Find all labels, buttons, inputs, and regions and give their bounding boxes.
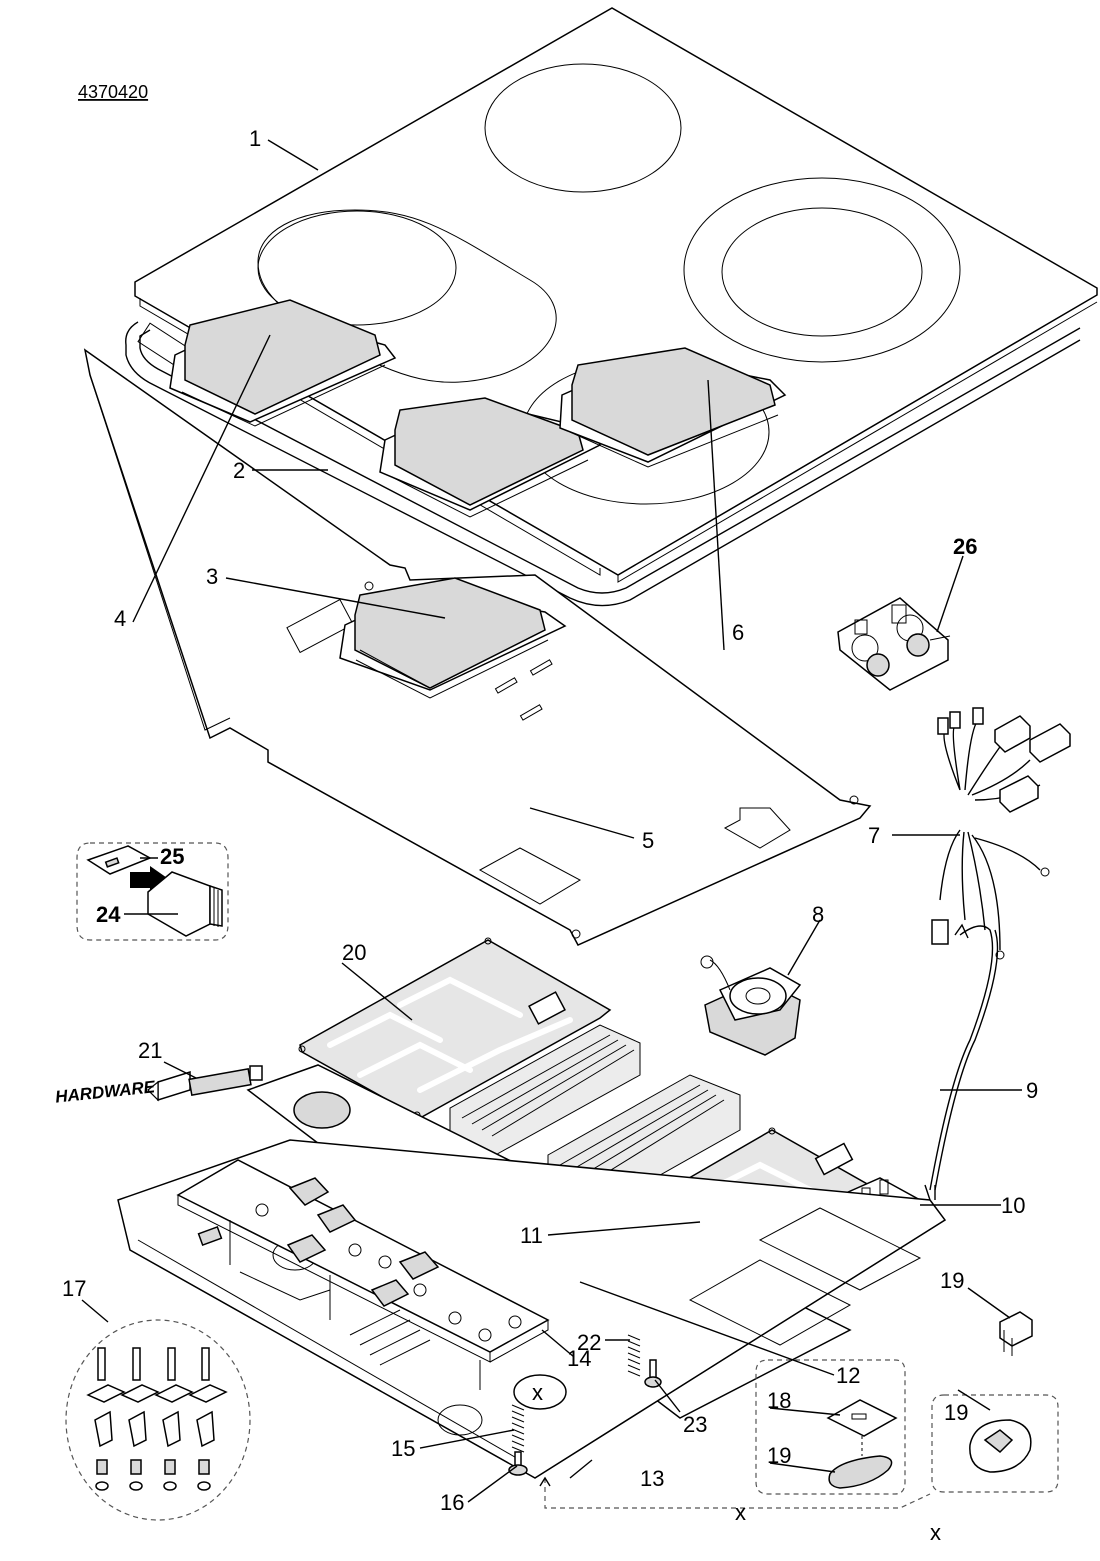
glass-ceramic-top — [134, 7, 1098, 583]
callout-19a: 19 — [767, 1443, 791, 1468]
callout-8: 8 — [812, 902, 824, 927]
heating-element-6 — [559, 347, 787, 468]
callout-13: 13 — [640, 1466, 664, 1491]
bolt-23 — [644, 1359, 662, 1388]
document-number: 4370420 — [78, 82, 148, 102]
callout-2: 2 — [233, 458, 245, 483]
control-board-14 — [176, 1159, 550, 1390]
callout-5: 5 — [642, 828, 654, 853]
callout-26: 26 — [953, 534, 977, 559]
inset-18-19 — [755, 1359, 906, 1495]
callout-labels: 1 2 3 4 5 6 7 8 9 10 11 12 13 14 15 16 1… — [62, 126, 1038, 1515]
spring-15 — [511, 1404, 525, 1453]
heating-element-4 — [169, 299, 397, 427]
callout-14: 14 — [567, 1346, 591, 1371]
clip-19 — [999, 1311, 1033, 1356]
bolt-16 — [508, 1451, 528, 1476]
heating-element-3 — [339, 577, 567, 699]
callout-1: 1 — [249, 126, 261, 151]
callout-21: 21 — [138, 1038, 162, 1063]
electronic-board-20 — [298, 937, 612, 1119]
leader-lines — [81, 139, 1022, 1503]
frame-seal — [125, 321, 1081, 607]
callout-19b: 19 — [944, 1400, 968, 1425]
callout-15: 15 — [391, 1436, 415, 1461]
callout-23: 23 — [683, 1412, 707, 1437]
callout-4: 4 — [114, 606, 126, 631]
callout-18: 18 — [767, 1388, 791, 1413]
callout-22: 22 — [577, 1330, 601, 1355]
callout-11: 11 — [520, 1223, 543, 1248]
callout-7: 7 — [868, 823, 880, 848]
callout-20: 20 — [342, 940, 366, 965]
fan-8 — [700, 955, 802, 1056]
callout-9: 9 — [1026, 1078, 1038, 1103]
wiring-harness-7 — [931, 707, 1071, 960]
exchange-mark-1: x — [735, 1500, 746, 1525]
callout-3: 3 — [206, 564, 218, 589]
callout-24: 24 — [96, 902, 121, 927]
ribbon-cable-21 — [147, 1065, 263, 1102]
hardware-kit-17 — [65, 1319, 251, 1521]
power-cable-9 — [924, 923, 999, 1201]
switch-block-26 — [837, 597, 951, 691]
callout-10: 10 — [1001, 1193, 1025, 1218]
exchange-mark-2: x — [930, 1520, 941, 1545]
exchange-mark-hole: x — [532, 1380, 543, 1405]
heating-element-5 — [379, 397, 601, 518]
callout-19c: 19 — [940, 1268, 964, 1293]
callout-25: 25 — [160, 844, 184, 869]
callout-17: 17 — [62, 1276, 86, 1301]
callout-16: 16 — [440, 1490, 464, 1515]
exchange-link-line — [544, 1478, 931, 1509]
spring-22 — [627, 1334, 641, 1377]
inset-19-right — [931, 1394, 1059, 1493]
callout-12: 12 — [836, 1363, 860, 1388]
hardware-label: HARDWARE — [54, 1077, 156, 1106]
callout-6: 6 — [732, 620, 744, 645]
